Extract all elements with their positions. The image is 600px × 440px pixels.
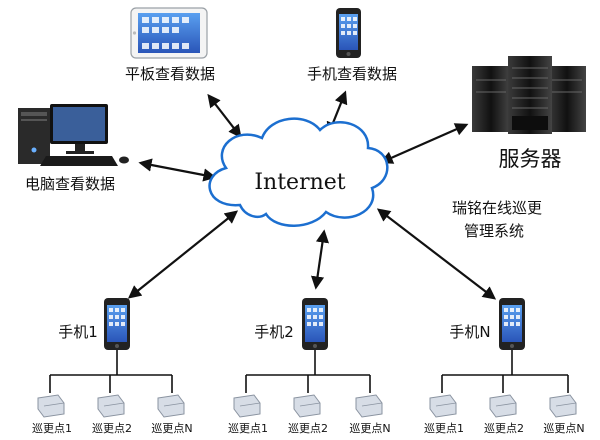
checkpoint-label: 巡更点1 [32, 422, 72, 435]
arrow-handsetN-cloud [376, 208, 497, 300]
desktop-computer-icon [18, 104, 129, 166]
checkpoint-label: 巡更点1 [228, 422, 268, 435]
checkpoint-label: 巡更点2 [288, 422, 328, 435]
checkpoint-icon [293, 394, 321, 418]
checkpoint-icon [157, 394, 185, 418]
connection-arrows [127, 90, 497, 300]
smartphone-icon [336, 8, 361, 58]
tree-connector [245, 350, 371, 393]
handset-label: 手机N [449, 323, 490, 341]
tablet-device: 平板查看数据 [125, 7, 215, 83]
checkpoint-item: 巡更点N [349, 394, 391, 435]
top-phone-device: 手机查看数据 [307, 8, 397, 83]
checkpoint-label: 巡更点2 [92, 422, 132, 435]
system-name-line1: 瑞铭在线巡更 [452, 199, 542, 217]
server-rack-icon [472, 56, 586, 134]
checkpoint-item: 巡更点2 [288, 394, 328, 435]
checkpoint-item: 巡更点1 [228, 394, 268, 435]
checkpoint-icon [489, 394, 517, 418]
checkpoint-icon [233, 394, 261, 418]
handset-group-2: 手机2 巡更点1 [228, 298, 391, 435]
checkpoint-label: 巡更点N [151, 422, 192, 435]
checkpoint-item: 巡更点2 [484, 394, 524, 435]
checkpoint-item: 巡更点1 [424, 394, 464, 435]
arrow-tablet-cloud [207, 93, 242, 139]
handset-label: 手机1 [58, 323, 98, 341]
server-device: 服务器 [472, 56, 586, 171]
checkpoint-icon [549, 394, 577, 418]
cloud-icon [208, 117, 389, 227]
handset-label: 手机2 [254, 323, 294, 341]
checkpoint-icon [429, 394, 457, 418]
arrow-server-cloud [379, 123, 469, 164]
top-phone-label: 手机查看数据 [307, 65, 397, 83]
desktop-device: 电脑查看数据 [18, 104, 129, 193]
smartphone-icon [302, 298, 328, 350]
internet-cloud: Internet [208, 117, 389, 227]
checkpoint-label: 巡更点2 [484, 422, 524, 435]
checkpoint-item: 巡更点N [151, 394, 193, 435]
checkpoint-label: 巡更点N [349, 422, 390, 435]
server-label: 服务器 [499, 147, 562, 171]
checkpoint-label: 巡更点N [543, 422, 584, 435]
tree-connector [441, 350, 569, 393]
tablet-label: 平板查看数据 [125, 65, 215, 83]
tablet-icon [130, 7, 208, 59]
checkpoint-icon [37, 394, 65, 418]
cloud-label: Internet [254, 170, 345, 195]
smartphone-icon [499, 298, 525, 350]
checkpoint-icon [97, 394, 125, 418]
checkpoint-item: 巡更点N [543, 394, 585, 435]
checkpoint-icon [355, 394, 383, 418]
tree-connector [49, 350, 173, 393]
checkpoint-label: 巡更点1 [424, 422, 464, 435]
arrow-desktop-cloud [138, 158, 217, 182]
arrow-handset2-cloud [310, 229, 330, 290]
system-name-line2: 管理系统 [464, 222, 524, 240]
checkpoint-item: 巡更点2 [92, 394, 132, 435]
handset-group-1: 手机1 巡更点1 [32, 298, 193, 435]
handset-group-N: 手机N 巡更点1 [424, 298, 585, 435]
system-name: 瑞铭在线巡更 管理系统 [452, 199, 542, 240]
arrow-handset1-cloud [127, 210, 239, 299]
desktop-label: 电脑查看数据 [25, 175, 115, 193]
checkpoint-item: 巡更点1 [32, 394, 72, 435]
smartphone-icon [104, 298, 130, 350]
